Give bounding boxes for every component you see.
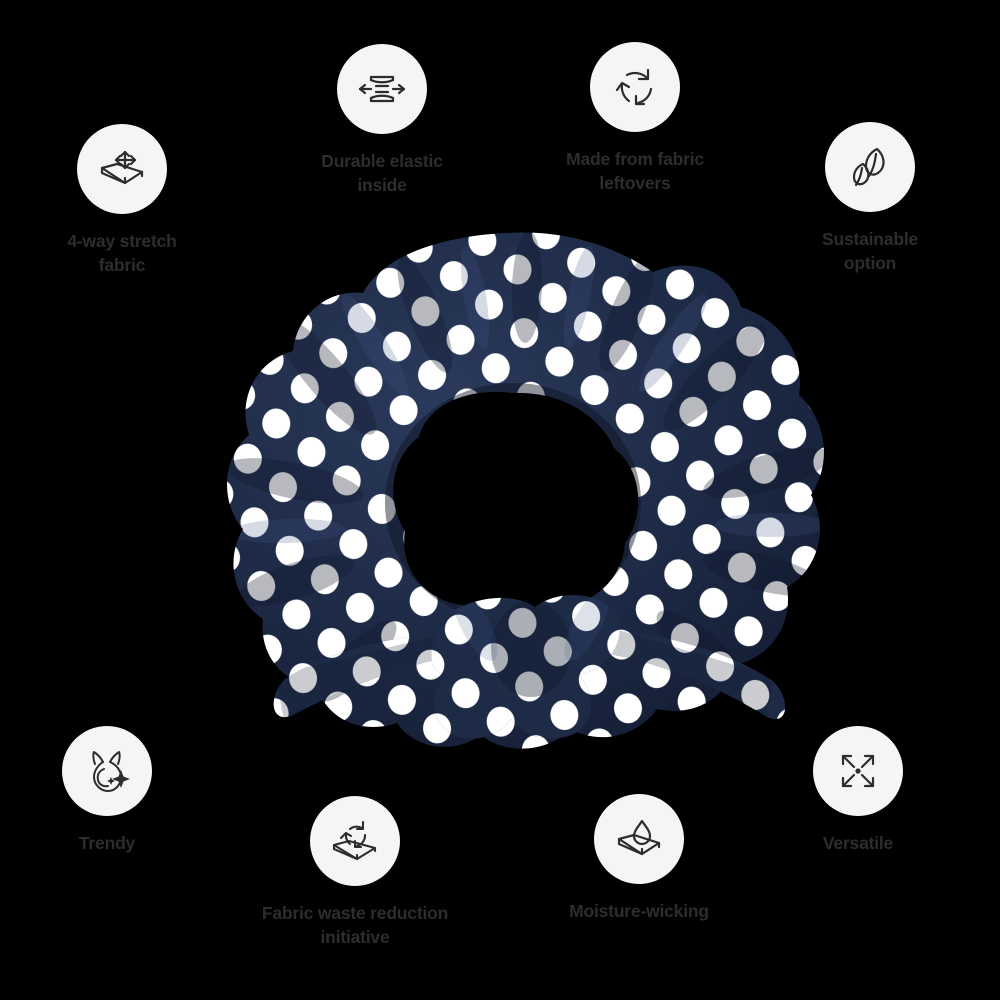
recycle-icon	[608, 60, 662, 114]
feature-durable-elastic: Durable elastic inside	[252, 44, 512, 197]
badge-circle	[594, 794, 684, 884]
feature-label: Durable elastic inside	[321, 151, 443, 195]
feature-label: Versatile	[822, 833, 894, 853]
feature-moisture-wicking: Moisture-wicking	[509, 794, 769, 924]
stretch-fabric-icon	[95, 142, 149, 196]
water-drop-fabric-icon	[612, 812, 666, 866]
feature-label: Moisture-wicking	[569, 901, 709, 921]
feature-4-way-stretch-fabric: 4-way stretch fabric	[0, 124, 252, 277]
feature-sustainable-option: Sustainable option	[740, 122, 1000, 275]
recycle-fabric-icon	[328, 814, 382, 868]
badge-circle	[62, 726, 152, 816]
feature-label: Made from fabric leftovers	[566, 149, 704, 193]
feature-label: Trendy	[78, 833, 136, 853]
feature-fabric-waste-reduction: Fabric waste reduction initiative	[225, 796, 485, 949]
badge-circle	[590, 42, 680, 132]
bow-knot	[431, 595, 621, 739]
badge-circle	[825, 122, 915, 212]
feature-label: 4-way stretch fabric	[67, 231, 177, 275]
badge-circle	[77, 124, 167, 214]
sparkle-bow-icon	[80, 744, 134, 798]
feature-label: Sustainable option	[821, 229, 919, 273]
badge-circle	[813, 726, 903, 816]
expand-arrows-icon	[831, 744, 885, 798]
feature-trendy: Trendy	[0, 726, 237, 856]
leaves-icon	[843, 140, 897, 194]
feature-versatile: Versatile	[728, 726, 988, 856]
feature-fabric-leftovers: Made from fabric leftovers	[505, 42, 765, 195]
badge-circle	[337, 44, 427, 134]
badge-circle	[310, 796, 400, 886]
feature-label: Fabric waste reduction initiative	[261, 903, 449, 947]
elastic-band-icon	[355, 62, 409, 116]
product-image-scrunchie	[175, 225, 835, 770]
